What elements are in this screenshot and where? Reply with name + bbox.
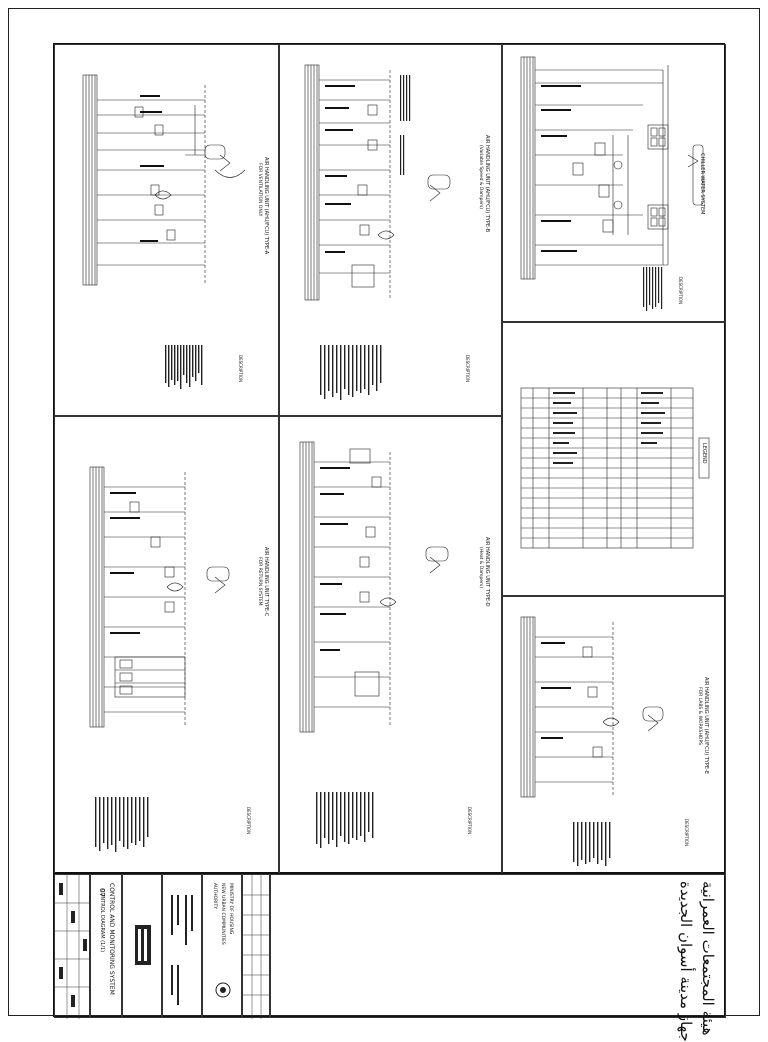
notes-block	[165, 345, 203, 389]
company-logo	[135, 925, 151, 965]
client-cell	[162, 874, 202, 1018]
drawing-subtitle: CONTROL DIAGRAM (1/1)	[99, 889, 105, 953]
panel-chiller-water-system: CHILLER WATER SYSTEM DESCRIPTION	[502, 44, 726, 322]
schematic-ahu-type-c	[89, 466, 230, 728]
panel-ahu-type-e: AIR HANDLING UNIT (AHU/FCU) TYPE-E FOR L…	[502, 596, 726, 874]
legend-title: LEGEND	[701, 443, 707, 464]
approval-grid	[242, 874, 271, 1019]
schematic-chiller	[520, 56, 704, 311]
drawing-sheet: AIR HANDLING UNIT (AHU/FCU) TYPE-A FOR V…	[8, 8, 760, 1042]
drawing-title-cell: CONTROL AND MONITORING SYSTEM CONTROL DI…	[90, 874, 122, 1018]
schematic-ahu-type-e	[520, 616, 664, 866]
authority-name-line1: هيئة المجتمعات العمرانية	[699, 881, 717, 1036]
schematic-ahu-type-d	[299, 441, 449, 733]
title-block: CONTROL AND MONITORING SYSTEM CONTROL DI…	[53, 873, 726, 1042]
panel-ahu-type-a: AIR HANDLING UNIT (AHU/FCU) TYPE-A FOR V…	[54, 44, 279, 416]
drawing-area: AIR HANDLING UNIT (AHU/FCU) TYPE-A FOR V…	[53, 43, 726, 897]
notes-block	[316, 792, 374, 848]
notes-title: DESCRIPTION	[678, 277, 683, 305]
panel-title: AIR HANDLING UNIT (AHU/FCU) TYPE-E	[703, 677, 709, 774]
drawing-title: CONTROL AND MONITORING SYSTEM	[108, 883, 115, 995]
notes-block	[95, 797, 149, 852]
ministry-seal	[215, 982, 231, 998]
panel-ahu-type-c: AIR HANDLING UNIT TYPE-C FOR RETURN SYST…	[54, 416, 279, 874]
panel-subtitle: FOR LABS & WORKSHOPS	[697, 687, 702, 746]
panel-legend: LEGEND	[502, 322, 726, 596]
schematic-ahu-type-b	[304, 64, 451, 301]
schematic-ahu-type-a	[82, 74, 246, 286]
panel-title: CHILLER WATER SYSTEM	[699, 153, 705, 215]
notes-title: DESCRIPTION	[684, 819, 689, 847]
panel-ahu-type-d: AIR HANDLING UNIT TYPE-D (Heat & Dampers…	[279, 416, 502, 874]
authority-name-cell: هيئة المجتمعات العمرانية جهاز مدينة أسوا…	[270, 874, 726, 1042]
company-logo-cell	[122, 874, 162, 1018]
authority-cell: MINISTRY OF HOUSING NEW URBAN COMMUNITIE…	[202, 874, 242, 1018]
authority-name-line2: جهاز مدينة أسوان الجديدة	[677, 881, 695, 1042]
legend-table	[520, 387, 710, 549]
notes-block	[320, 345, 382, 400]
panel-ahu-type-b: AIR HANDLING UNIT (AHU/FCU) TYPE-B (Vari…	[279, 44, 502, 416]
revision-strip	[54, 874, 91, 1019]
